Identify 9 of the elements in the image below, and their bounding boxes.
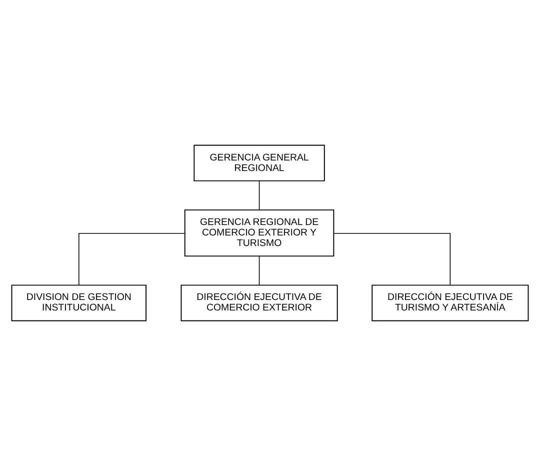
connector bbox=[334, 233, 451, 286]
connector bbox=[258, 180, 260, 210]
connector bbox=[78, 233, 186, 286]
node-box: GERENCIA GENERAL REGIONAL bbox=[194, 144, 325, 182]
node-box: GERENCIA REGIONAL DE COMERCIO EXTERIOR Y TURISMO bbox=[184, 209, 334, 257]
node-box: DIRECCIÓN EJECUTIVA DE COMERCIO EXTERIOR bbox=[180, 284, 338, 322]
node-box: DIVISION DE GESTION INSTITUCIONAL bbox=[11, 284, 147, 322]
node-box: DIRECCIÓN EJECUTIVA DE TURISMO Y ARTESANÍA bbox=[372, 284, 529, 322]
connector bbox=[258, 256, 260, 286]
